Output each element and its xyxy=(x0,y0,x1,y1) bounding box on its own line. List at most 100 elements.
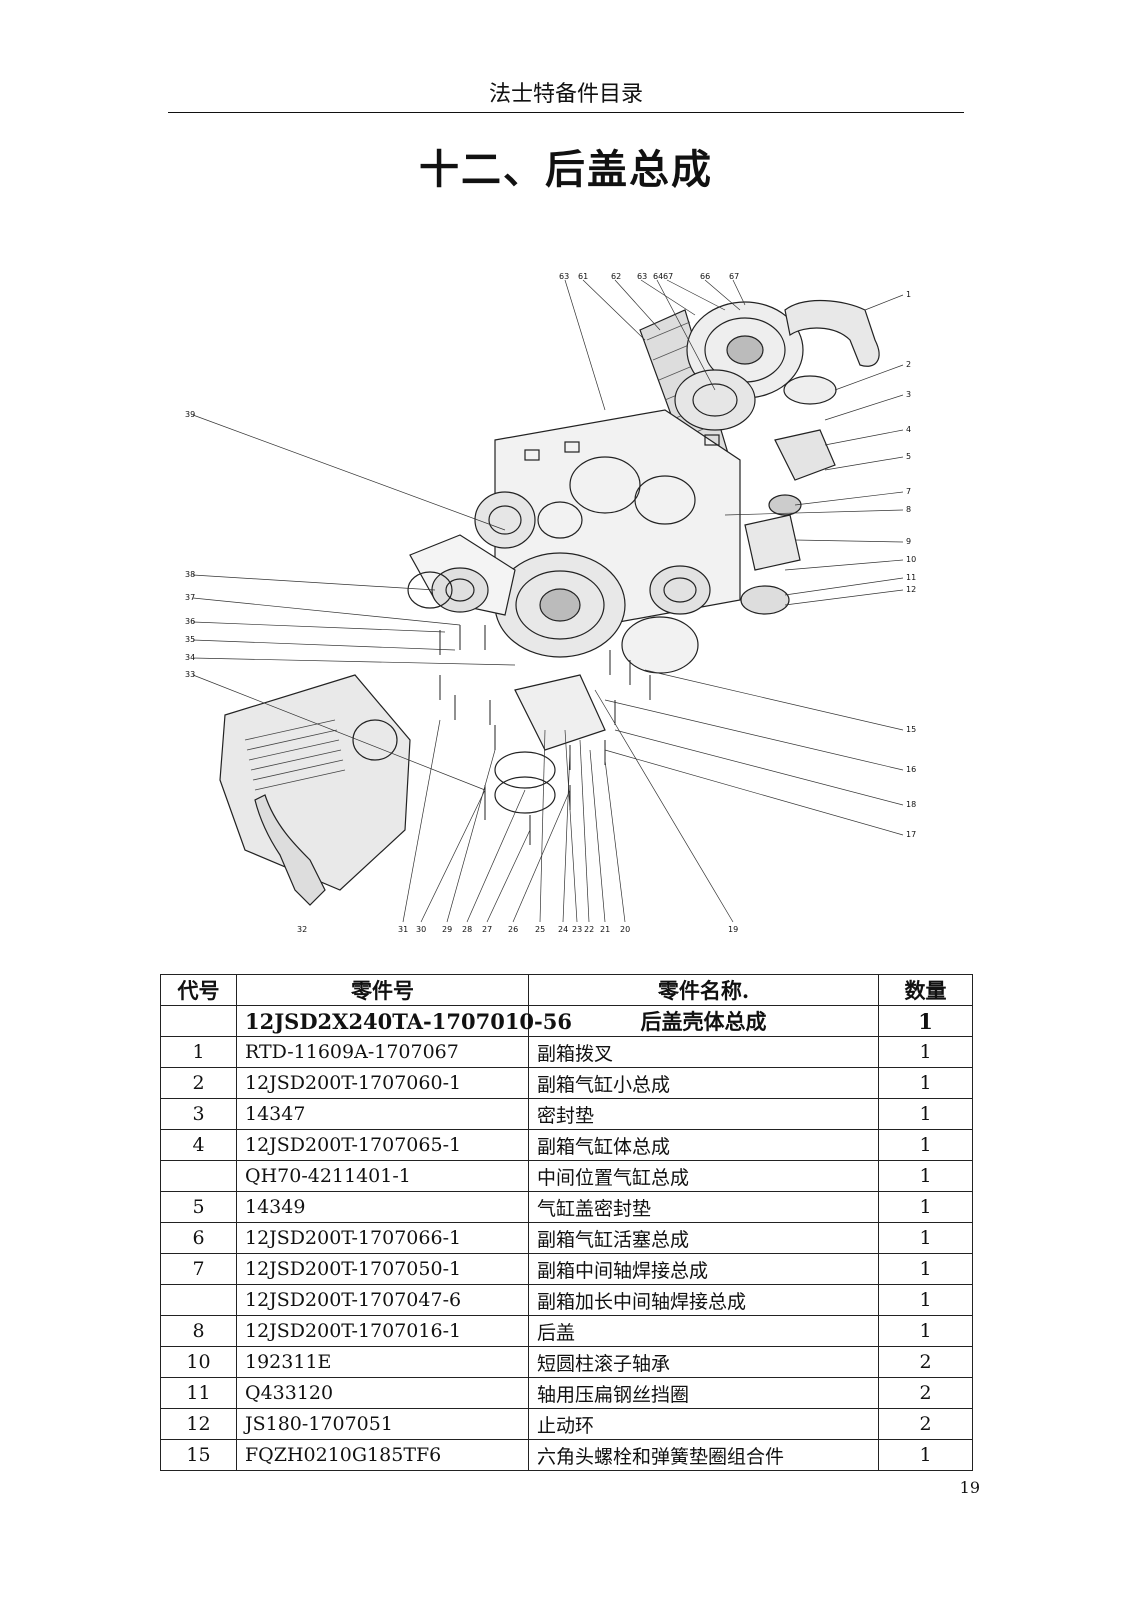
cell-name: 六角头螺栓和弹簧垫圈组合件 xyxy=(528,1439,879,1471)
lower-cover xyxy=(514,674,606,751)
cell-qty: 1 xyxy=(878,1315,973,1347)
callout-label: 19 xyxy=(728,925,738,934)
callout-label: 67 xyxy=(729,272,739,281)
cell-code: 10 xyxy=(160,1346,237,1378)
callout-label: 20 xyxy=(620,925,630,934)
cell-part-no: 12JSD2X240TA-1707010-56 xyxy=(236,1005,572,1037)
cell-name: 气缸盖密封垫 xyxy=(528,1191,879,1223)
cell-name: 副箱气缸体总成 xyxy=(528,1129,879,1161)
mid-cylinder xyxy=(744,514,801,571)
cell-name: 副箱气缸活塞总成 xyxy=(528,1222,879,1254)
callout-label: 23 xyxy=(572,925,582,934)
callout-label: 35 xyxy=(185,635,195,644)
cell-code xyxy=(160,1005,237,1037)
callout-label: 37 xyxy=(185,593,195,602)
callout-label: 33 xyxy=(185,670,195,679)
callout-label: 5 xyxy=(906,452,911,461)
cell-part-no: 14347 xyxy=(236,1098,529,1130)
page-header: 法士特备件目录 xyxy=(488,82,643,107)
cell-part-no: 12JSD200T-1707060-1 xyxy=(236,1067,529,1099)
shift-fork xyxy=(784,300,880,367)
cell-part-no: Q433120 xyxy=(236,1377,529,1409)
cell-part-no: 12JSD200T-1707016-1 xyxy=(236,1315,529,1347)
callout-label: 32 xyxy=(297,925,307,934)
callout-label: 30 xyxy=(416,925,426,934)
cell-part-no: FQZH0210G185TF6 xyxy=(236,1439,529,1471)
cell-part-no: 12JSD200T-1707065-1 xyxy=(236,1129,529,1161)
callout-label: 2 xyxy=(906,360,911,369)
cell-name: 后盖 xyxy=(528,1315,879,1347)
countershaft-end xyxy=(740,585,790,615)
exploded-view-diagram: 63 61 62 63 64 67 66 67 1 2 3 4 5 7 8 9 … xyxy=(185,270,945,950)
aux-box-assembly xyxy=(219,674,411,891)
cell-part-no: QH70-4211401-1 xyxy=(236,1160,529,1192)
cell-qty: 1 xyxy=(878,1284,973,1316)
callout-label: 63 xyxy=(637,272,647,281)
page-number: 19 xyxy=(959,1478,980,1497)
cell-code: 6 xyxy=(160,1222,237,1254)
callout-label: 27 xyxy=(482,925,492,934)
callout-label: 18 xyxy=(906,800,916,809)
cell-qty: 2 xyxy=(878,1377,973,1409)
callout-label: 22 xyxy=(584,925,594,934)
table-row: 15 FQZH0210G185TF6 六角头螺栓和弹簧垫圈组合件 1 xyxy=(160,1439,973,1471)
callout-label: 24 xyxy=(558,925,568,934)
callout-label: 21 xyxy=(600,925,610,934)
cell-qty: 1 xyxy=(878,1439,973,1471)
cell-qty: 2 xyxy=(878,1346,973,1378)
cell-name: 轴用压扁钢丝挡圈 xyxy=(528,1377,879,1409)
callout-label: 31 xyxy=(398,925,408,934)
table-row: 1 RTD-11609A-1707067 副箱拨叉 1 xyxy=(160,1036,973,1068)
callout-label: 4 xyxy=(906,425,911,434)
cell-code: 11 xyxy=(160,1377,237,1409)
table-row: QH70-4211401-1 中间位置气缸总成 1 xyxy=(160,1160,973,1192)
callout-label: 39 xyxy=(185,410,195,419)
table-row: 4 12JSD200T-1707065-1 副箱气缸体总成 1 xyxy=(160,1129,973,1161)
callout-label: 15 xyxy=(906,725,916,734)
cell-qty: 1 xyxy=(878,1036,973,1068)
cell-code: 7 xyxy=(160,1253,237,1285)
col-header-qty: 数量 xyxy=(878,974,973,1006)
cell-qty: 1 xyxy=(878,1005,973,1037)
table-row: 12JSD2X240TA-1707010-56 后盖壳体总成 1 xyxy=(160,1005,973,1037)
callout-label: 34 xyxy=(185,653,195,662)
callout-label: 36 xyxy=(185,617,195,626)
cylinder-body xyxy=(774,429,836,481)
seal-ring-1 xyxy=(494,751,556,789)
callout-label: 26 xyxy=(508,925,518,934)
cell-code: 5 xyxy=(160,1191,237,1223)
cell-part-no: RTD-11609A-1707067 xyxy=(236,1036,529,1068)
header-rule xyxy=(168,112,964,113)
table-row: 10 192311E 短圆柱滚子轴承 2 xyxy=(160,1346,973,1378)
cell-name: 副箱中间轴焊接总成 xyxy=(528,1253,879,1285)
cell-qty: 1 xyxy=(878,1160,973,1192)
table-row: 2 12JSD200T-1707060-1 副箱气缸小总成 1 xyxy=(160,1067,973,1099)
cell-part-no: 12JSD200T-1707066-1 xyxy=(236,1222,529,1254)
cell-code xyxy=(160,1160,237,1192)
gasket-right xyxy=(621,616,699,674)
callout-label: 17 xyxy=(906,830,916,839)
callout-label: 10 xyxy=(906,555,916,564)
cell-qty: 1 xyxy=(878,1222,973,1254)
cell-name: 后盖壳体总成 xyxy=(528,1005,879,1037)
callout-label: 29 xyxy=(442,925,452,934)
table-row: 11 Q433120 轴用压扁钢丝挡圈 2 xyxy=(160,1377,973,1409)
callout-label: 63 xyxy=(559,272,569,281)
cell-code: 12 xyxy=(160,1408,237,1440)
cell-code: 15 xyxy=(160,1439,237,1471)
seal-ring-2 xyxy=(494,776,556,814)
col-header-part-no: 零件号 xyxy=(236,974,529,1006)
table-row: 5 14349 气缸盖密封垫 1 xyxy=(160,1191,973,1223)
cell-code xyxy=(160,1284,237,1316)
table-row: 12 JS180-1707051 止动环 2 xyxy=(160,1408,973,1440)
table-row: 7 12JSD200T-1707050-1 副箱中间轴焊接总成 1 xyxy=(160,1253,973,1285)
cell-part-no: 12JSD200T-1707050-1 xyxy=(236,1253,529,1285)
callout-label: 3 xyxy=(906,390,911,399)
cell-name: 中间位置气缸总成 xyxy=(528,1160,879,1192)
cell-qty: 1 xyxy=(878,1129,973,1161)
cell-part-no: 14349 xyxy=(236,1191,529,1223)
gear-top-small xyxy=(674,369,756,431)
cell-code: 8 xyxy=(160,1315,237,1347)
col-header-code: 代号 xyxy=(160,974,237,1006)
cell-code: 2 xyxy=(160,1067,237,1099)
